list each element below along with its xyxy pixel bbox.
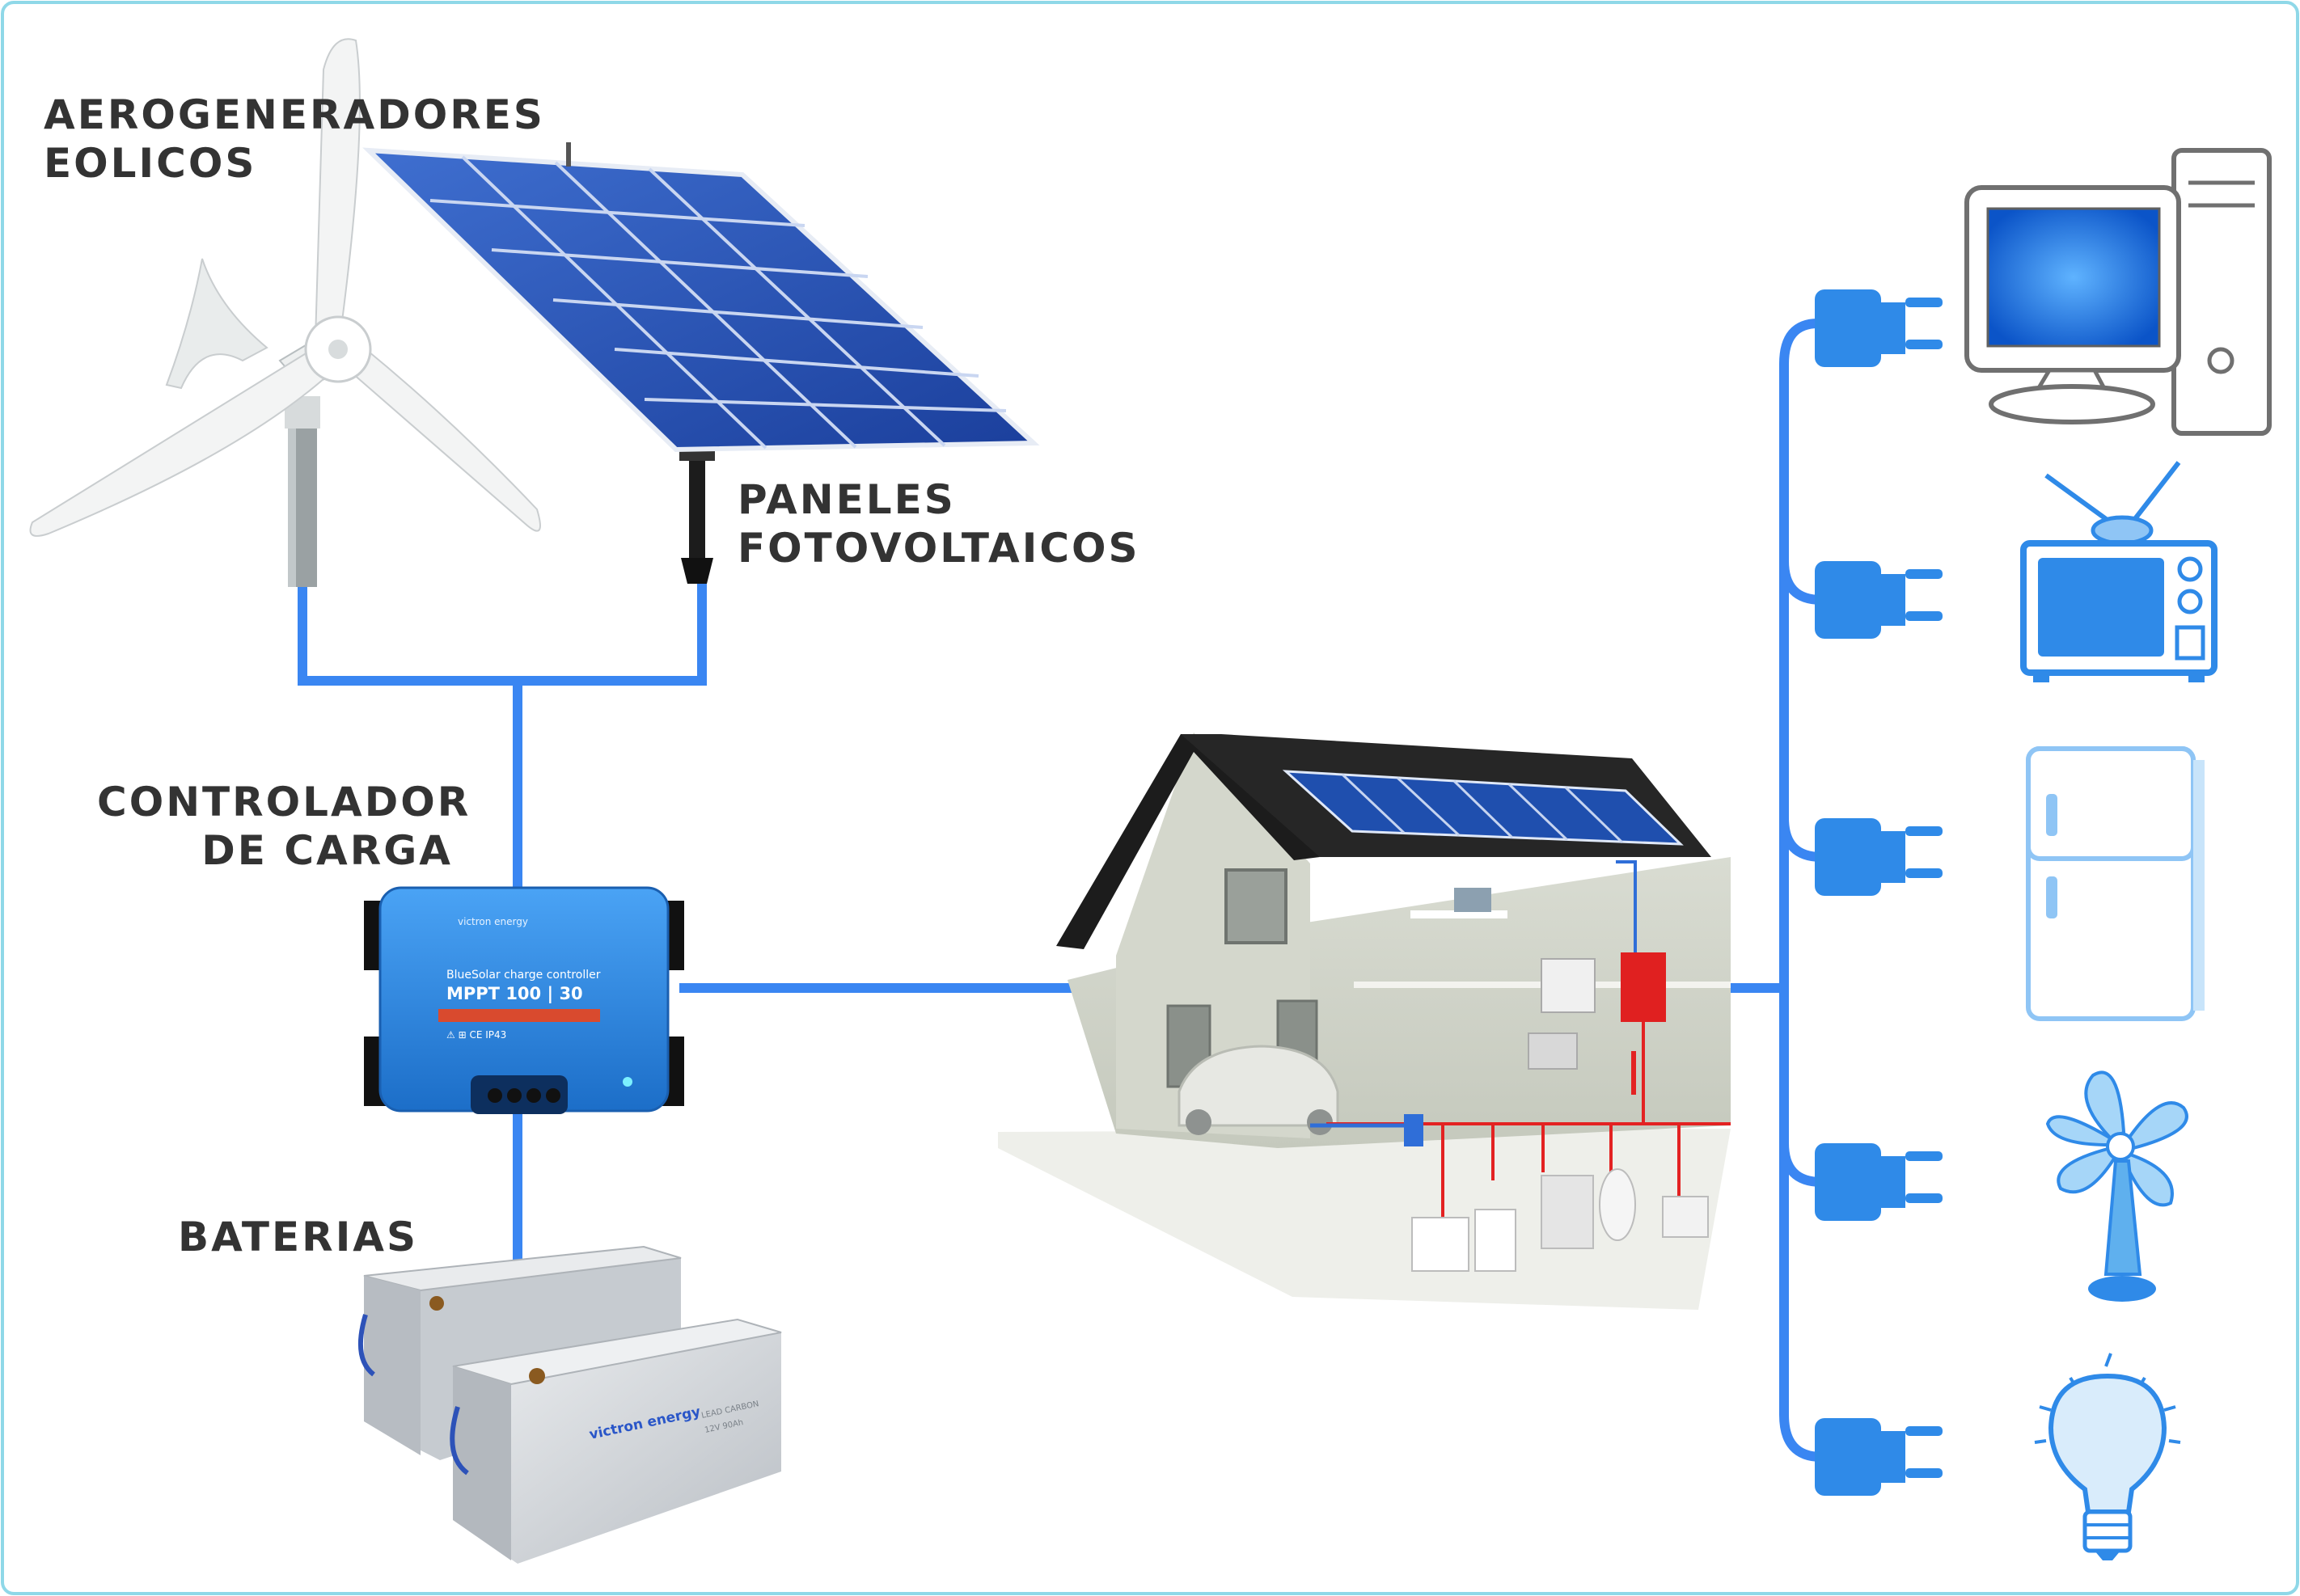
fridge-icon bbox=[2026, 746, 2205, 1021]
plug-icon-3 bbox=[1815, 818, 1943, 896]
wire-branch-4 bbox=[1778, 1138, 1827, 1188]
charge-controller-icon: victron energy BlueSolar charge controll… bbox=[364, 886, 684, 1114]
label-pv-line-1: PANELES bbox=[738, 476, 956, 523]
plug-icons bbox=[1815, 289, 1943, 1496]
controller-model: MPPT 100 | 30 bbox=[446, 984, 583, 1004]
controller-marks: ⚠ ⊞ CE IP43 bbox=[446, 1029, 506, 1041]
label-pv-line-2: FOTOVOLTAICOS bbox=[738, 525, 1140, 572]
label-charge-controller: CONTROLADOR DE CARGA bbox=[97, 778, 471, 875]
controller-brand: victron energy bbox=[458, 916, 528, 927]
plug-icon-2 bbox=[1815, 561, 1943, 639]
controller-model-line: BlueSolar charge controller bbox=[446, 969, 601, 982]
house-icon bbox=[998, 733, 1731, 1310]
bulb-icon bbox=[2034, 1353, 2181, 1560]
solar-panel-icon bbox=[362, 142, 1040, 584]
wiring bbox=[298, 318, 1827, 1463]
label-pv-panels: PANELES FOTOVOLTAICOS bbox=[738, 475, 1140, 572]
label-ctrl-line-2: DE CARGA bbox=[201, 827, 453, 874]
wire-branch-2 bbox=[1778, 555, 1827, 606]
tv-icon bbox=[2020, 461, 2218, 682]
wire-branch-3 bbox=[1778, 813, 1827, 863]
wire-appliance-bus bbox=[1779, 318, 1827, 1463]
fan-icon bbox=[2045, 1070, 2188, 1302]
wire-wind-pv bbox=[298, 579, 707, 686]
label-batteries: BATERIAS bbox=[178, 1213, 418, 1261]
battery-icon: victron energy LEAD CARBON 12V 90Ah bbox=[357, 1245, 782, 1564]
plug-icon-5 bbox=[1815, 1418, 1943, 1496]
label-wind-generators: AEROGENERADORES EOLICOS bbox=[44, 91, 545, 188]
plug-icon-4 bbox=[1815, 1143, 1943, 1221]
label-wind-line-2: EOLICOS bbox=[44, 140, 257, 187]
label-bat-line-1: BATERIAS bbox=[178, 1214, 418, 1260]
label-wind-line-1: AEROGENERADORES bbox=[44, 91, 545, 138]
plug-icon-1 bbox=[1815, 289, 1943, 367]
computer-icon bbox=[1964, 148, 2272, 436]
label-ctrl-line-1: CONTROLADOR bbox=[97, 779, 471, 825]
wind-turbine-icon bbox=[29, 38, 541, 587]
